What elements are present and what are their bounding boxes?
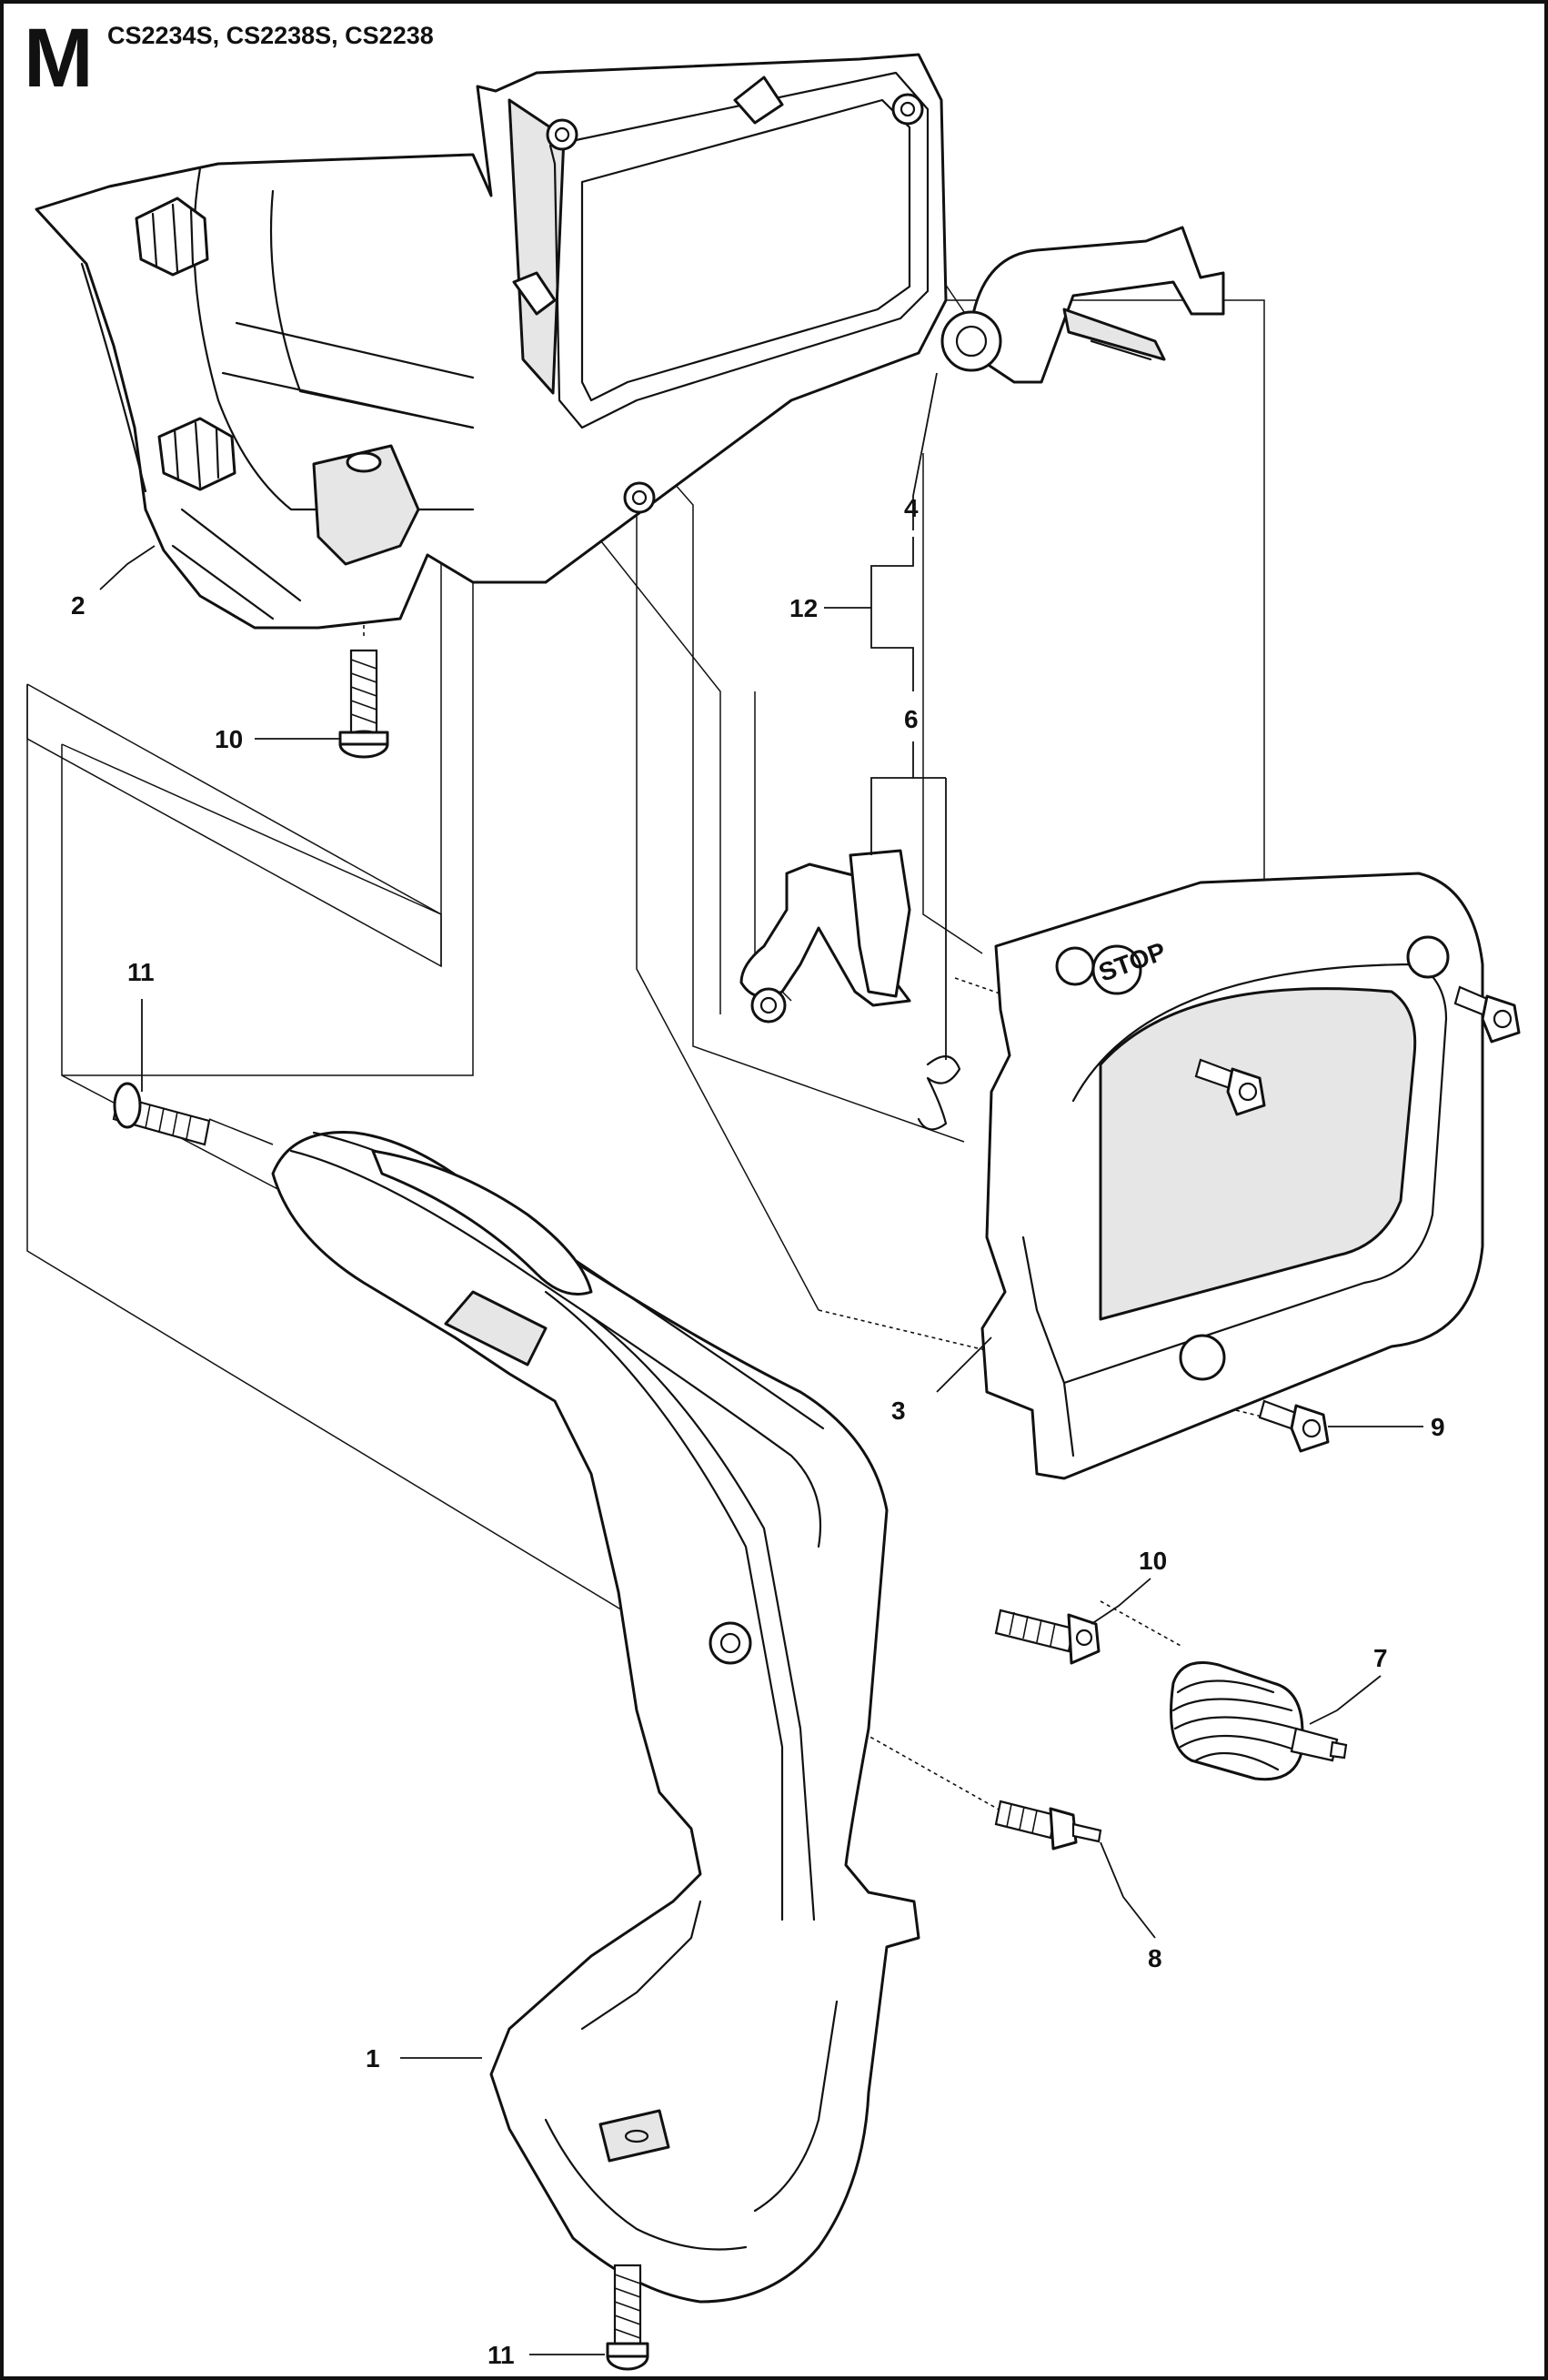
- front-handle-bar: [271, 1131, 920, 2304]
- side-cover-screw-center: [1194, 1058, 1266, 1116]
- callout-3: 3: [891, 1397, 906, 1425]
- callout-6: 6: [904, 705, 919, 733]
- callout-7: 7: [1373, 1644, 1388, 1672]
- stud-8: [994, 1800, 1102, 1851]
- callout-9: 9: [1431, 1413, 1445, 1441]
- screw-11-lower: [606, 2264, 649, 2371]
- av-spring-7: [1170, 1661, 1348, 1781]
- screw-10-upper: [338, 649, 389, 759]
- model-list: CS2234S, CS2238S, CS2238: [107, 22, 434, 49]
- throttle-trigger: [940, 226, 1225, 384]
- callout-10-upper: 10: [215, 725, 243, 753]
- callout-12: 12: [789, 594, 818, 622]
- callout-11-upper: 11: [127, 958, 155, 986]
- side-cover: STOP: [980, 872, 1484, 1480]
- screw-10-lower: [994, 1609, 1101, 1665]
- sheet-letter: M: [24, 12, 94, 105]
- callout-labels: 1 2 3 4 6 7 8 9 10 10 11 11 12: [71, 494, 1445, 2369]
- callout-10-lower: 10: [1139, 1547, 1167, 1575]
- callout-2: 2: [71, 591, 85, 620]
- callout-8: 8: [1148, 1944, 1162, 1972]
- rear-handle-housing: [35, 53, 948, 630]
- callout-leaders: [99, 372, 1423, 2355]
- throttle-lockout: [739, 849, 961, 1131]
- callout-1: 1: [366, 2044, 380, 2072]
- side-cover-screw-right: [1453, 985, 1521, 1044]
- callout-4: 4: [904, 494, 919, 522]
- screw-11-upper: [112, 1082, 211, 1146]
- callout-11-lower: 11: [488, 2341, 515, 2369]
- screw-9: [1258, 1399, 1330, 1453]
